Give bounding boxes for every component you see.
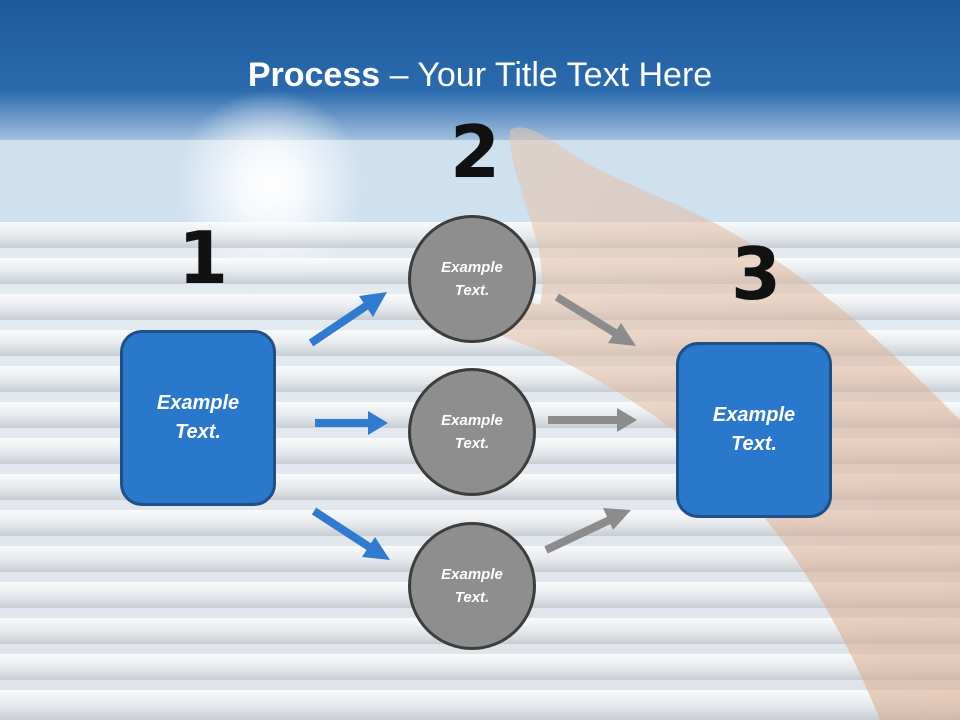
- blue-arrow-up: [308, 292, 387, 347]
- gray-arrow-down: [554, 293, 636, 346]
- step-number-1: 1: [178, 216, 229, 300]
- gray-arrow-up: [544, 508, 631, 554]
- step-2-circle-middle: Example Text.: [408, 368, 536, 496]
- slide-title: Process – Your Title Text Here: [0, 52, 960, 98]
- step-number-2: 2: [450, 110, 501, 194]
- step-3-text: Example Text.: [712, 404, 796, 455]
- step-2-circle-bottom: Example Text.: [408, 522, 536, 650]
- blue-arrow-right: [315, 411, 388, 435]
- step-number-3: 3: [731, 232, 782, 316]
- step-2-text-top: Example Text.: [441, 259, 503, 299]
- step-3-box: Example Text.: [676, 342, 832, 518]
- step-1-text: Example Text.: [156, 392, 240, 443]
- step-2-text-middle: Example Text.: [441, 412, 503, 452]
- title-bold: Process: [247, 56, 381, 94]
- blue-arrow-down: [311, 507, 390, 560]
- step-1-box: Example Text.: [120, 330, 276, 506]
- step-2-circle-top: Example Text.: [408, 215, 536, 343]
- gray-arrow-right: [548, 408, 637, 432]
- step-2-text-bottom: Example Text.: [441, 566, 503, 606]
- title-rest: – Your Title Text Here: [380, 56, 713, 94]
